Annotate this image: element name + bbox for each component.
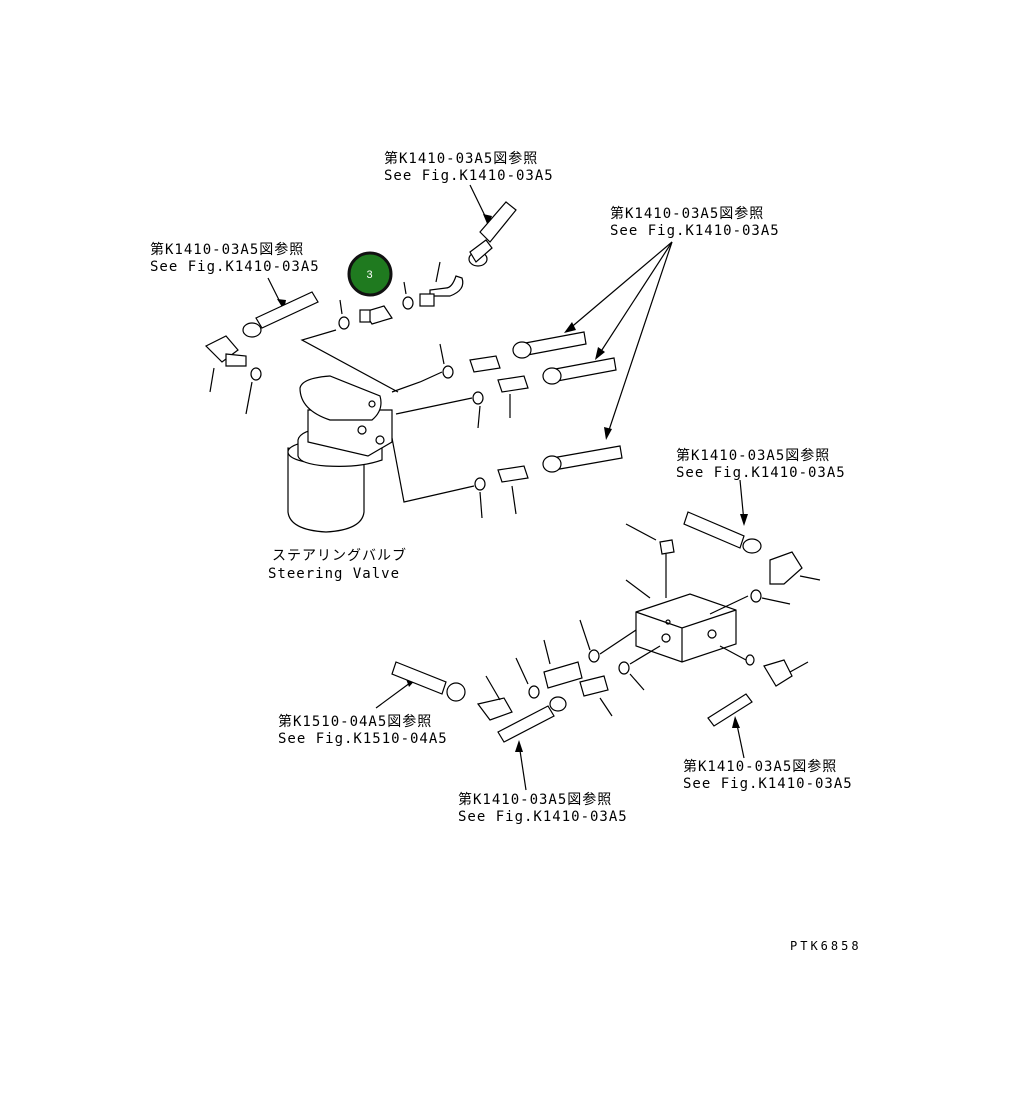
label-top-center-en: See Fig.K1410-03A5 [384,168,554,184]
label-top-right: 第K1410-03A5図参照 See Fig.K1410-03A5 [610,205,780,239]
label-bottom-center-en: See Fig.K1410-03A5 [458,809,628,825]
leader-lines [267,184,748,791]
label-bottom-right: 第K1410-03A5図参照 See Fig.K1410-03A5 [683,758,853,792]
steering-valve-body [287,375,393,533]
label-steering-valve-jp: ステアリングバルブ [272,547,407,564]
label-bottom-left-en: See Fig.K1510-04A5 [278,731,448,747]
label-bottom-left-jp: 第K1510-04A5図参照 [278,713,432,730]
part-callout-icon [347,251,393,297]
label-mid-right-en: See Fig.K1410-03A5 [676,465,846,481]
label-mid-right: 第K1410-03A5図参照 See Fig.K1410-03A5 [676,447,846,481]
part-callout-3[interactable]: 3 [347,251,393,297]
label-top-left: 第K1410-03A5図参照 See Fig.K1410-03A5 [150,241,320,275]
label-top-right-jp: 第K1410-03A5図参照 [610,205,764,222]
label-top-center: 第K1410-03A5図参照 See Fig.K1410-03A5 [384,150,554,184]
label-top-left-en: See Fig.K1410-03A5 [150,259,320,275]
label-bottom-center-jp: 第K1410-03A5図参照 [458,791,612,808]
part-callout-number: 3 [366,269,373,281]
label-top-center-jp: 第K1410-03A5図参照 [384,150,538,167]
upper-fittings [204,201,623,519]
label-bottom-right-jp: 第K1410-03A5図参照 [683,758,837,775]
label-top-right-en: See Fig.K1410-03A5 [610,223,780,239]
label-bottom-right-en: See Fig.K1410-03A5 [683,776,853,792]
lower-block-group [391,511,821,743]
drawing-code: PTK6858 [790,939,862,953]
label-bottom-center: 第K1410-03A5図参照 See Fig.K1410-03A5 [458,791,628,825]
label-steering-valve: ステアリングバルブ Steering Valve [268,547,407,582]
label-steering-valve-en: Steering Valve [268,566,400,582]
label-bottom-left: 第K1510-04A5図参照 See Fig.K1510-04A5 [278,713,448,747]
label-top-left-jp: 第K1410-03A5図参照 [150,241,304,258]
label-mid-right-jp: 第K1410-03A5図参照 [676,447,830,464]
